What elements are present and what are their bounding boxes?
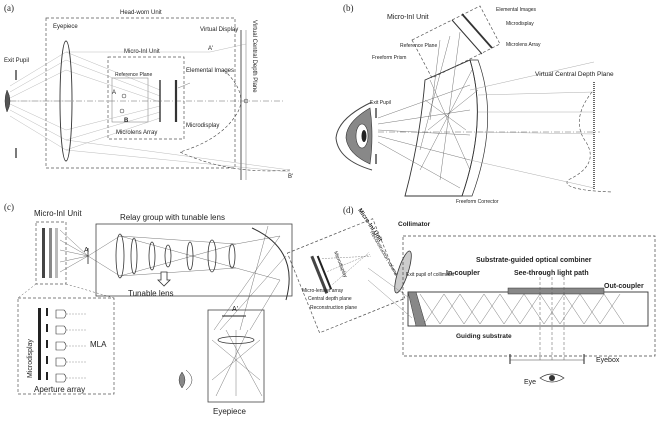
reference-plane-label-a: Reference Plane bbox=[115, 72, 152, 78]
rays-c bbox=[59, 225, 287, 397]
panel-a-tag: (a) bbox=[4, 3, 14, 13]
panel-c: (c) Micro-InI Unit Relay group with tuna… bbox=[4, 202, 293, 416]
eyepiece-box-c bbox=[207, 309, 265, 403]
eye-icon bbox=[4, 89, 11, 113]
exit-pupil-label-a: Exit Pupil bbox=[4, 58, 29, 64]
exit-pupil-collimator-label: Exit pupil of collimator bbox=[406, 272, 455, 278]
inset-mla-lenslets bbox=[55, 309, 67, 383]
head-worn-unit-label: Head-worn Unit bbox=[120, 10, 162, 16]
elemental-images-leader bbox=[177, 82, 191, 89]
virtual-cdp-label-a: Virtual Central Depth Plane bbox=[251, 20, 257, 93]
reconstruction-plane-label: Reconstruction plane bbox=[310, 305, 357, 311]
panel-c-tag: (c) bbox=[4, 202, 14, 212]
micro-inl-unit-label-b: Micro-InI Unit bbox=[387, 14, 429, 21]
point-a-label-c: A bbox=[84, 247, 89, 254]
inset-rays bbox=[66, 313, 86, 379]
elemental-images-label-a: Elemental Images bbox=[186, 68, 234, 74]
zoom-leader-left bbox=[17, 283, 37, 299]
point-a-prime-label-c: A' bbox=[232, 306, 238, 313]
tunable-lens-label: Tunable lens bbox=[128, 289, 174, 298]
eyepiece-lens-a bbox=[59, 40, 73, 162]
collimator-label: Collimator bbox=[398, 221, 431, 228]
fold-mirror-c bbox=[251, 227, 290, 301]
microlens-array-label-a: Microlens Array bbox=[116, 130, 157, 136]
point-a-prime-marker bbox=[243, 98, 249, 104]
microdisplay-label-d: Microdisplay bbox=[332, 251, 348, 279]
head-worn-unit-box bbox=[45, 17, 236, 169]
guided-rays-d bbox=[419, 293, 625, 325]
point-b-prime-label: B' bbox=[288, 174, 293, 180]
micro-inl-unit-box-c bbox=[35, 221, 67, 285]
eye-icon-d bbox=[539, 373, 565, 383]
panel-b-tag: (b) bbox=[343, 3, 354, 13]
microlens-array-label-b: Microlens Array bbox=[506, 42, 541, 48]
tunable-lens-arrow bbox=[157, 271, 171, 287]
inset-box-c bbox=[17, 297, 115, 395]
eye-label-d: Eye bbox=[524, 379, 536, 386]
point-b-label: B bbox=[124, 118, 129, 124]
freeform-prism-label: Freeform Prism bbox=[372, 55, 406, 61]
microdisplay-stack-c bbox=[42, 228, 58, 278]
eyebox-label: Eyebox bbox=[596, 357, 620, 364]
depth-profile-a bbox=[179, 69, 291, 172]
aperture-array-label: Aperture array bbox=[34, 385, 85, 394]
elemental-images-label-b: Elemental Images bbox=[496, 7, 537, 13]
collimated-rays-d bbox=[367, 267, 413, 319]
guiding-substrate-label: Guiding substrate bbox=[456, 333, 512, 340]
freeform-corrector-body bbox=[461, 59, 489, 197]
microlens-array-b bbox=[451, 19, 483, 55]
panel-d: (d) Micro-InI Unit Microdisplay Reconstr… bbox=[286, 205, 656, 386]
central-depth-plane-label: Central depth plane bbox=[308, 296, 352, 302]
inset-microdisplay bbox=[38, 308, 41, 380]
eyepiece-label: Eyepiece bbox=[53, 24, 78, 30]
in-coupler-label: In-coupler bbox=[446, 270, 480, 277]
exit-pupil-label-b: Exit Pupil bbox=[370, 100, 391, 106]
micro-inl-unit-group-d bbox=[286, 218, 406, 334]
see-through-rays-d bbox=[539, 272, 565, 362]
panel-a: (a) Head-worn Unit Eyepiece Micro-InI Un… bbox=[4, 3, 293, 180]
point-a-marker bbox=[121, 93, 127, 99]
relay-lenses bbox=[115, 233, 236, 279]
see-through-label: See-through light path bbox=[514, 270, 589, 277]
micro-lenslet-array-label: Micro-lenslet array bbox=[302, 288, 344, 294]
panel-b: (b) Micro-InI Unit Elemental Images Micr… bbox=[335, 3, 614, 205]
virtual-cdp-label-b: Virtual Central Depth Plane bbox=[535, 71, 614, 78]
point-a-prime-label-a: A' bbox=[208, 46, 213, 52]
virtual-display-label: Virtual Display bbox=[200, 27, 238, 33]
microdisplay-b bbox=[461, 13, 493, 49]
combiner-label: Substrate-guided optical combiner bbox=[476, 257, 592, 264]
micro-inl-unit-label-c: Micro-InI Unit bbox=[34, 209, 82, 218]
out-coupler-label: Out-coupler bbox=[604, 283, 644, 290]
guiding-substrate bbox=[407, 291, 649, 327]
rays-b bbox=[377, 31, 479, 189]
mla-label: MLA bbox=[90, 340, 107, 349]
micro-inl-unit-box-b bbox=[411, 5, 501, 79]
rays-b-outer bbox=[469, 61, 595, 189]
microdisplay-label-a: Microdisplay bbox=[186, 123, 219, 129]
rays-a bbox=[9, 43, 291, 173]
depth-profile-b bbox=[566, 91, 613, 193]
eye-icon-large bbox=[335, 101, 373, 171]
microdisplay-label-c: Microdisplay bbox=[27, 339, 34, 378]
relay-group-label: Relay group with tunable lens bbox=[120, 213, 225, 222]
zoom-leader-right bbox=[65, 283, 115, 299]
eyepiece-label-c: Eyepiece bbox=[213, 407, 246, 416]
micro-inl-unit-box-a bbox=[107, 56, 185, 140]
in-coupler-prism bbox=[407, 291, 427, 327]
microdisplay-label-b: Microdisplay bbox=[506, 21, 534, 27]
eye-icon-small-c bbox=[178, 369, 193, 391]
point-a-label: A bbox=[112, 90, 116, 96]
point-b-marker bbox=[119, 108, 125, 114]
reference-plane-label-b: Reference Plane bbox=[400, 43, 437, 49]
panel-d-tag: (d) bbox=[343, 205, 354, 215]
reconstruction-volume-label: Reconstruction volume bbox=[368, 230, 399, 277]
out-coupler-grating bbox=[507, 287, 605, 295]
freeform-corrector-label: Freeform Corrector bbox=[456, 199, 499, 205]
eyepiece-lens-c bbox=[217, 336, 255, 344]
relay-group-box bbox=[95, 223, 293, 297]
inset-aperture-array bbox=[46, 308, 48, 380]
combiner-box bbox=[402, 235, 656, 357]
